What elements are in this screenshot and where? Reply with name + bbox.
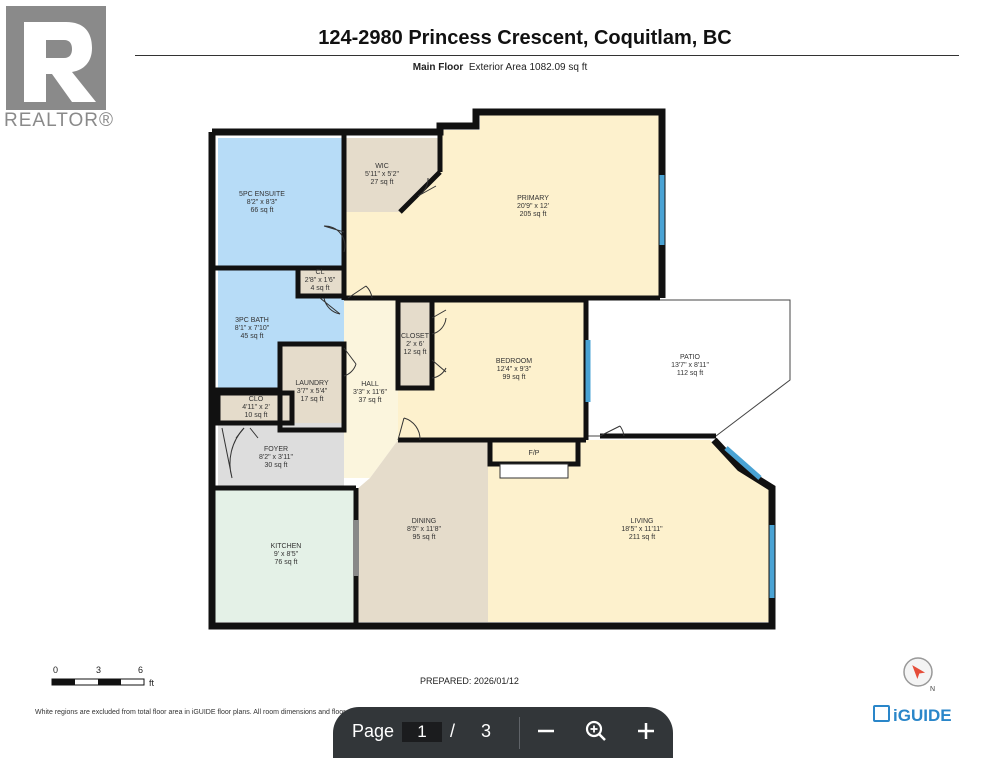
bath-area: 45 sq ft	[241, 333, 264, 340]
prepared-date: PREPARED: 2026/01/12	[420, 676, 519, 686]
cl-fill	[298, 268, 344, 296]
zoom-in-icon	[585, 720, 606, 741]
cl-name: CL	[316, 269, 325, 276]
primary-name: PRIMARY	[517, 195, 549, 202]
iguide-mark-icon	[873, 705, 890, 722]
dining-fill	[356, 440, 488, 622]
compass-letter: N	[930, 686, 935, 691]
wic-area: 27 sq ft	[371, 179, 394, 186]
kitchen-name: KITCHEN	[271, 543, 302, 550]
floor-label: Main Floor	[412, 62, 464, 73]
floor-plan: 5PC ENSUITE 8'2" x 8'3" 66 sq ft WIC 5'1…	[208, 108, 791, 630]
scale-graphic	[51, 678, 145, 686]
living-area: 211 sq ft	[629, 534, 655, 541]
scale-tick-0: 0	[53, 665, 59, 675]
iguide-wordmark: iGUIDE	[893, 706, 952, 725]
ensuite-dims: 8'2" x 8'3"	[247, 199, 278, 206]
hall-dims: 3'3" x 11'6"	[353, 389, 387, 396]
compass-icon: N	[902, 655, 938, 693]
scale-tick-3: 3	[96, 665, 102, 675]
bedroom-closet-overlay	[398, 300, 432, 388]
bath-dims: 8'1" x 7'10"	[235, 325, 270, 332]
laundry-name: LAUNDRY	[295, 380, 329, 387]
foyer-name: FOYER	[264, 446, 288, 453]
zoom-out-button[interactable]	[531, 715, 561, 747]
foyer-dims: 8'2" x 3'11"	[259, 454, 293, 461]
iguide-logo: iGUIDE	[873, 705, 952, 726]
scale-unit: ft	[149, 678, 155, 688]
living-fill	[488, 440, 770, 622]
cl-dims: 2'8" x 1'6"	[305, 277, 336, 284]
living-name: LIVING	[631, 518, 654, 525]
closet-area: 12 sq ft	[404, 349, 427, 356]
bedroom-name: BEDROOM	[496, 358, 532, 365]
realtor-wordmark: REALTOR®	[4, 110, 114, 131]
zoom-fit-button[interactable]	[581, 715, 611, 747]
primary-dims: 20'9" x 12'	[517, 203, 549, 210]
patio-area: 112 sq ft	[677, 370, 703, 377]
exterior-area: Exterior Area 1082.09 sq ft	[468, 62, 588, 73]
primary-area: 205 sq ft	[520, 211, 547, 218]
clo-dims: 4'11" x 2'	[242, 404, 270, 411]
closet-dims: 2' x 6'	[406, 341, 424, 348]
page-title: 124-2980 Princess Crescent, Coquitlam, B…	[318, 27, 732, 49]
patio-name: PATIO	[680, 354, 701, 361]
ensuite-area: 66 sq ft	[251, 207, 274, 214]
realtor-logo	[6, 6, 106, 110]
fp-label: F/P	[529, 450, 540, 457]
kitchen-fill	[212, 490, 356, 622]
cl-area: 4 sq ft	[310, 285, 329, 292]
clo-area: 10 sq ft	[245, 412, 268, 419]
disclaimer: White regions are excluded from total fl…	[35, 709, 604, 716]
kitchen-area: 76 sq ft	[275, 559, 298, 566]
scale-bar: 0 3 6 ft	[50, 665, 160, 695]
page-label: Page	[352, 721, 395, 741]
page-separator: /	[450, 721, 456, 741]
floor-subtitle: Main Floor Exterior Area 1082.09 sq ft	[300, 62, 700, 73]
patio-dims: 13'7" x 8'11"	[671, 362, 709, 369]
laundry-area: 17 sq ft	[301, 396, 324, 403]
ensuite-fill	[218, 138, 344, 268]
wic-name: WIC	[375, 163, 389, 170]
clo-name: CLO	[249, 396, 264, 403]
ensuite-name: 5PC ENSUITE	[239, 191, 285, 198]
bedroom-area: 99 sq ft	[503, 374, 526, 381]
zoom-in-button[interactable]	[631, 715, 661, 747]
hall-area: 37 sq ft	[359, 397, 382, 404]
bath-name: 3PC BATH	[235, 317, 269, 324]
wic-dims: 5'11" x 5'2"	[365, 171, 399, 178]
living-dims: 18'5" x 11'11"	[621, 526, 663, 533]
kitchen-window	[353, 520, 359, 576]
laundry-dims: 3'7" x 5'4"	[297, 388, 328, 395]
foyer-fill	[218, 423, 344, 490]
closet-name: CLOSET	[401, 333, 430, 340]
fireplace-hearth	[499, 463, 569, 479]
foyer-area: 30 sq ft	[265, 462, 288, 469]
scale-tick-6: 6	[138, 665, 144, 675]
page-total: 3	[481, 721, 492, 741]
title-divider	[135, 55, 959, 56]
page-number-input[interactable]: 1	[402, 722, 442, 742]
dining-dims: 8'5" x 11'8"	[407, 526, 441, 533]
bedroom-dims: 12'4" x 9'3"	[497, 366, 532, 373]
zoom-out-icon	[538, 729, 554, 733]
dining-name: DINING	[412, 518, 437, 525]
dining-area: 95 sq ft	[413, 534, 436, 541]
zoom-plus-icon	[638, 723, 654, 739]
toolbar-divider	[519, 717, 520, 749]
hall-fill	[344, 296, 398, 478]
hall-name: HALL	[361, 381, 379, 388]
pdf-page-toolbar: Page 1 / 3	[333, 707, 673, 758]
kitchen-dims: 9' x 8'5"	[274, 551, 299, 558]
